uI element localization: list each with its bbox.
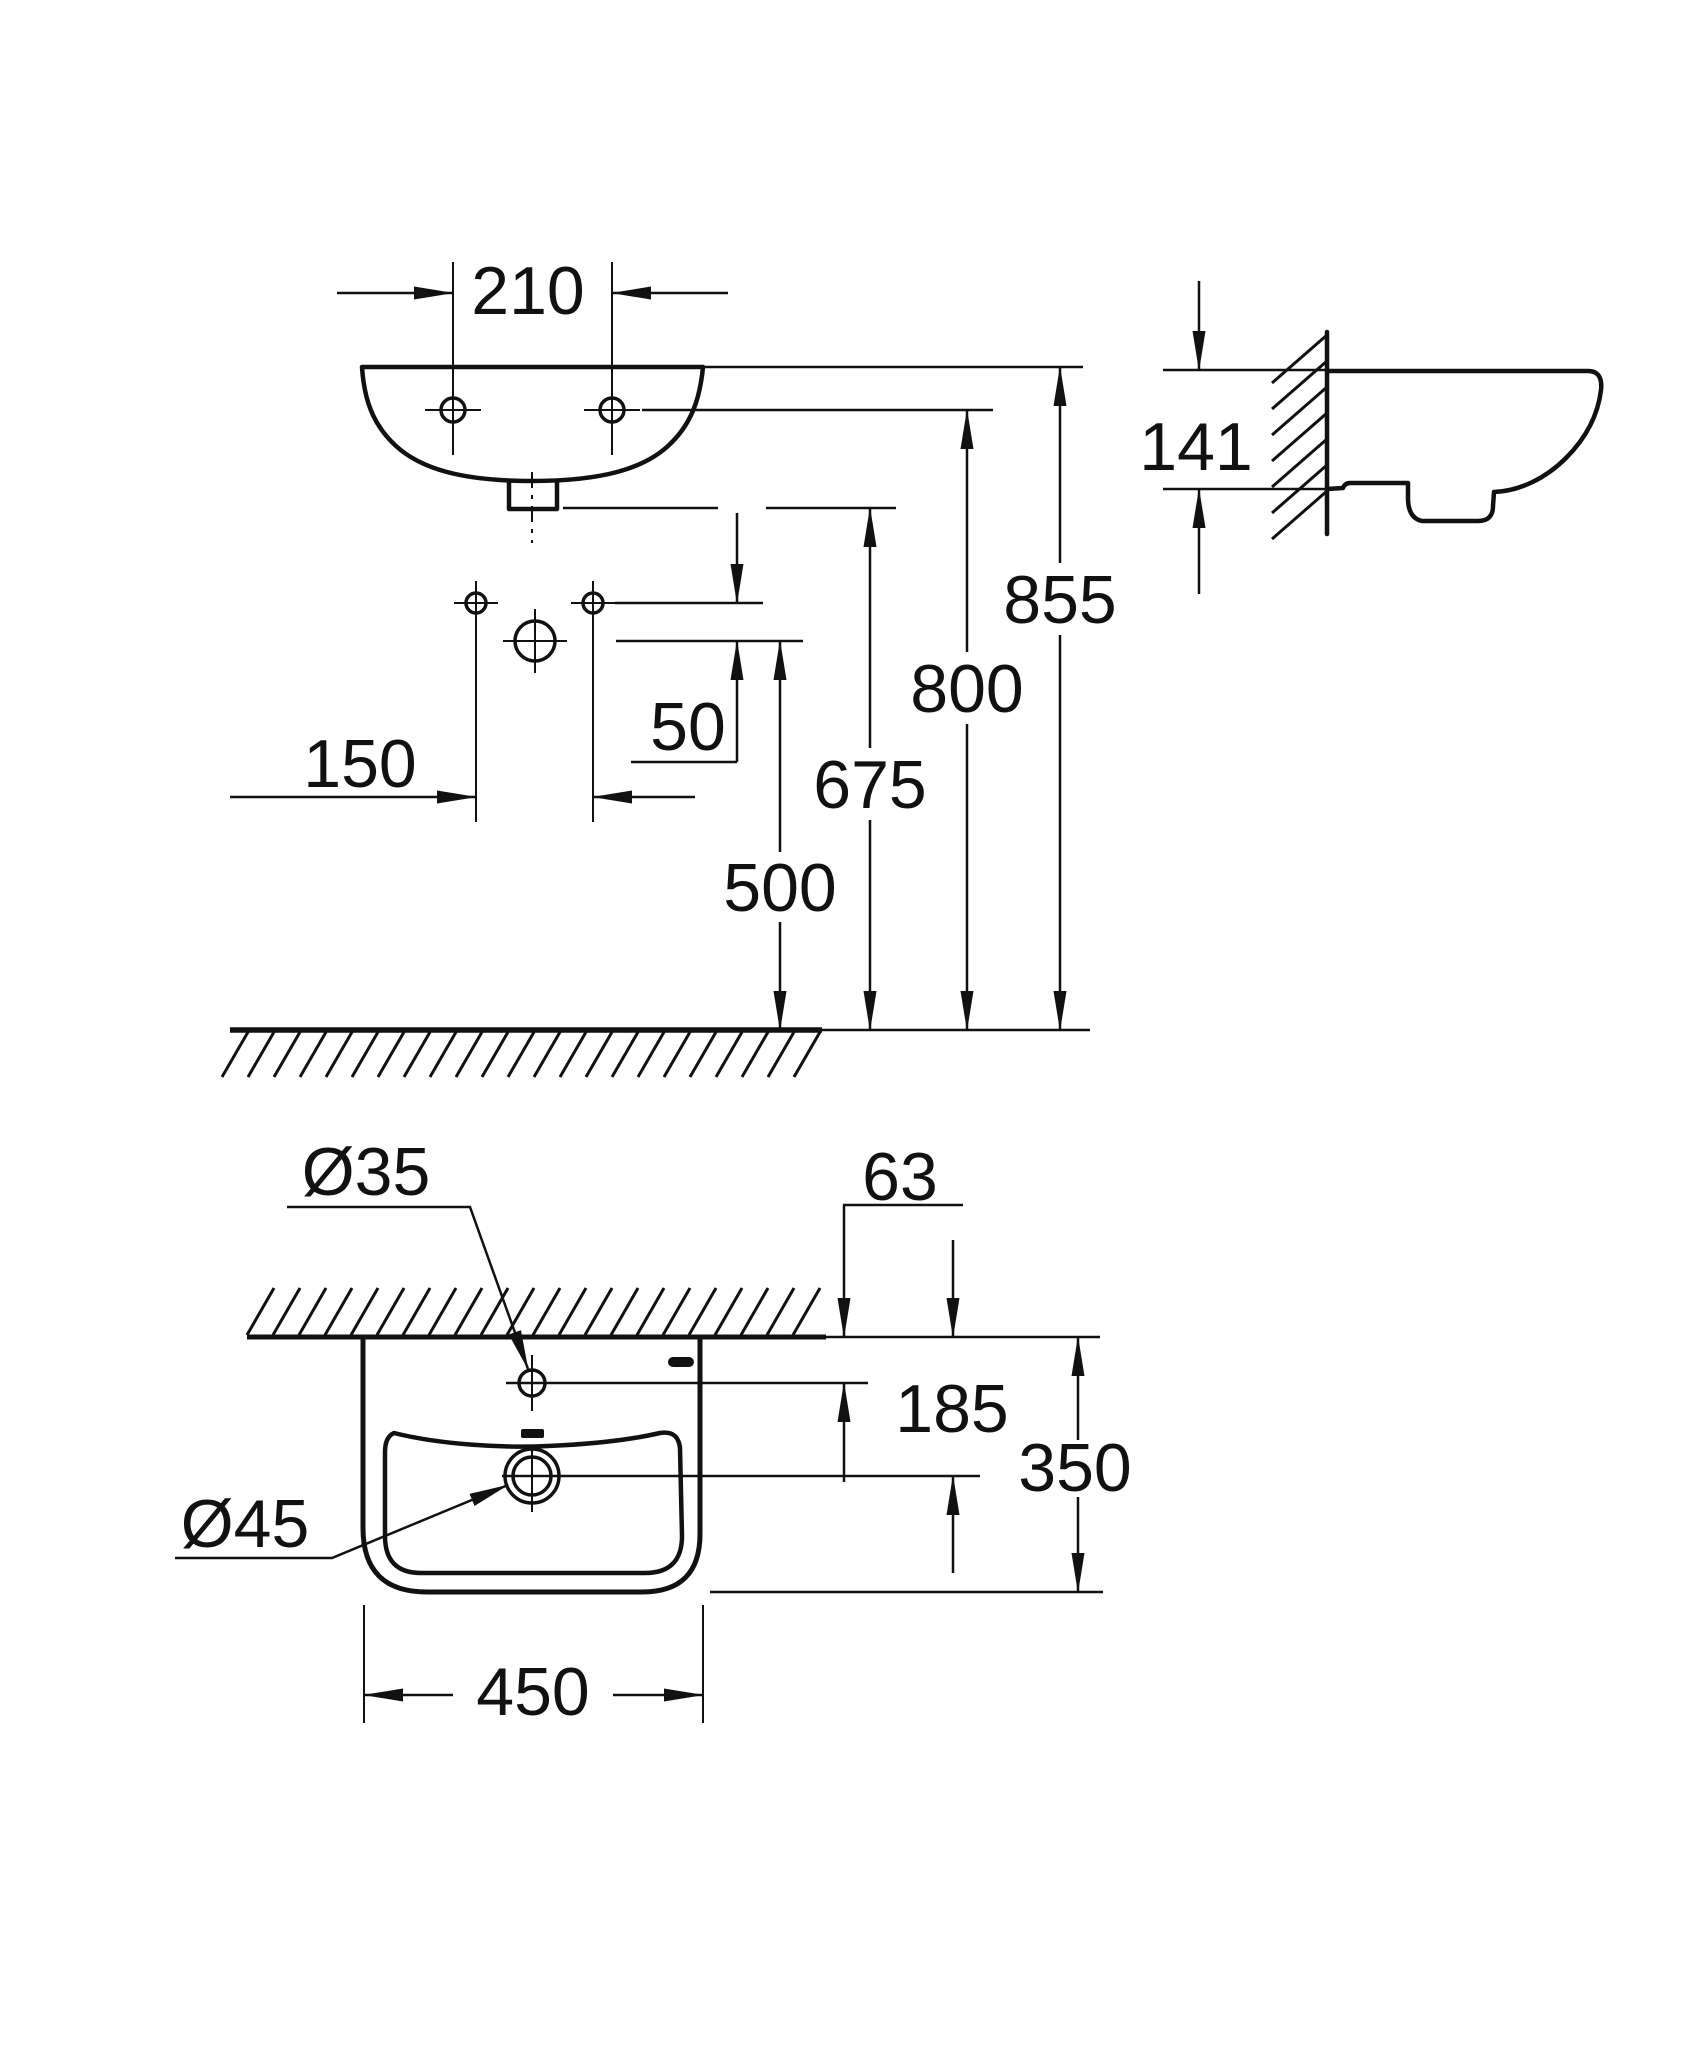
dim-450-label: 450 xyxy=(476,1654,589,1730)
basin-side-profile xyxy=(1324,368,1604,524)
basin-plan-inner-bowl xyxy=(382,1430,685,1576)
dim-855-label-bg xyxy=(992,563,1128,635)
dia-35-label: Ø35 xyxy=(302,1134,431,1210)
wall-hatching-side xyxy=(1271,333,1328,541)
dim-675-label-bg xyxy=(802,748,938,820)
dia-35-leader xyxy=(287,1205,530,1370)
dim-800-label-bg xyxy=(899,652,1035,724)
dim-500-label: 500 xyxy=(723,850,836,926)
floor-hatching xyxy=(220,1031,822,1078)
overflow-tick-mark xyxy=(521,1429,544,1438)
dim-185-label: 185 xyxy=(895,1371,1008,1447)
front-elevation-view: 210 150 50 500 675 800 855 xyxy=(220,253,1128,1078)
dim-63-label: 63 xyxy=(862,1139,938,1215)
basin-front-outline xyxy=(359,364,706,484)
dim-500-label-bg xyxy=(714,852,846,922)
brand-logo-mark xyxy=(668,1357,694,1367)
dim-150-label: 150 xyxy=(303,726,416,802)
dim-50-label: 50 xyxy=(650,689,726,765)
dim-855-label: 855 xyxy=(1003,562,1116,638)
dim-450-label-bg xyxy=(453,1660,613,1726)
dia-45-leader xyxy=(175,1483,509,1560)
side-profile-view: 141 xyxy=(1139,281,1604,594)
dia-45-label: Ø45 xyxy=(181,1486,310,1562)
dim-141-label: 141 xyxy=(1139,409,1252,485)
dim-350-label: 350 xyxy=(1018,1430,1131,1506)
dim-210-label: 210 xyxy=(471,253,584,329)
dim-675-label: 675 xyxy=(813,747,926,823)
wall-hatching-plan xyxy=(245,1287,822,1336)
basin-plan-outer-outline xyxy=(360,1337,703,1595)
dim-800-label: 800 xyxy=(910,651,1023,727)
top-plan-view: 63 185 350 450 Ø35 Ø45 xyxy=(175,1134,1132,1730)
